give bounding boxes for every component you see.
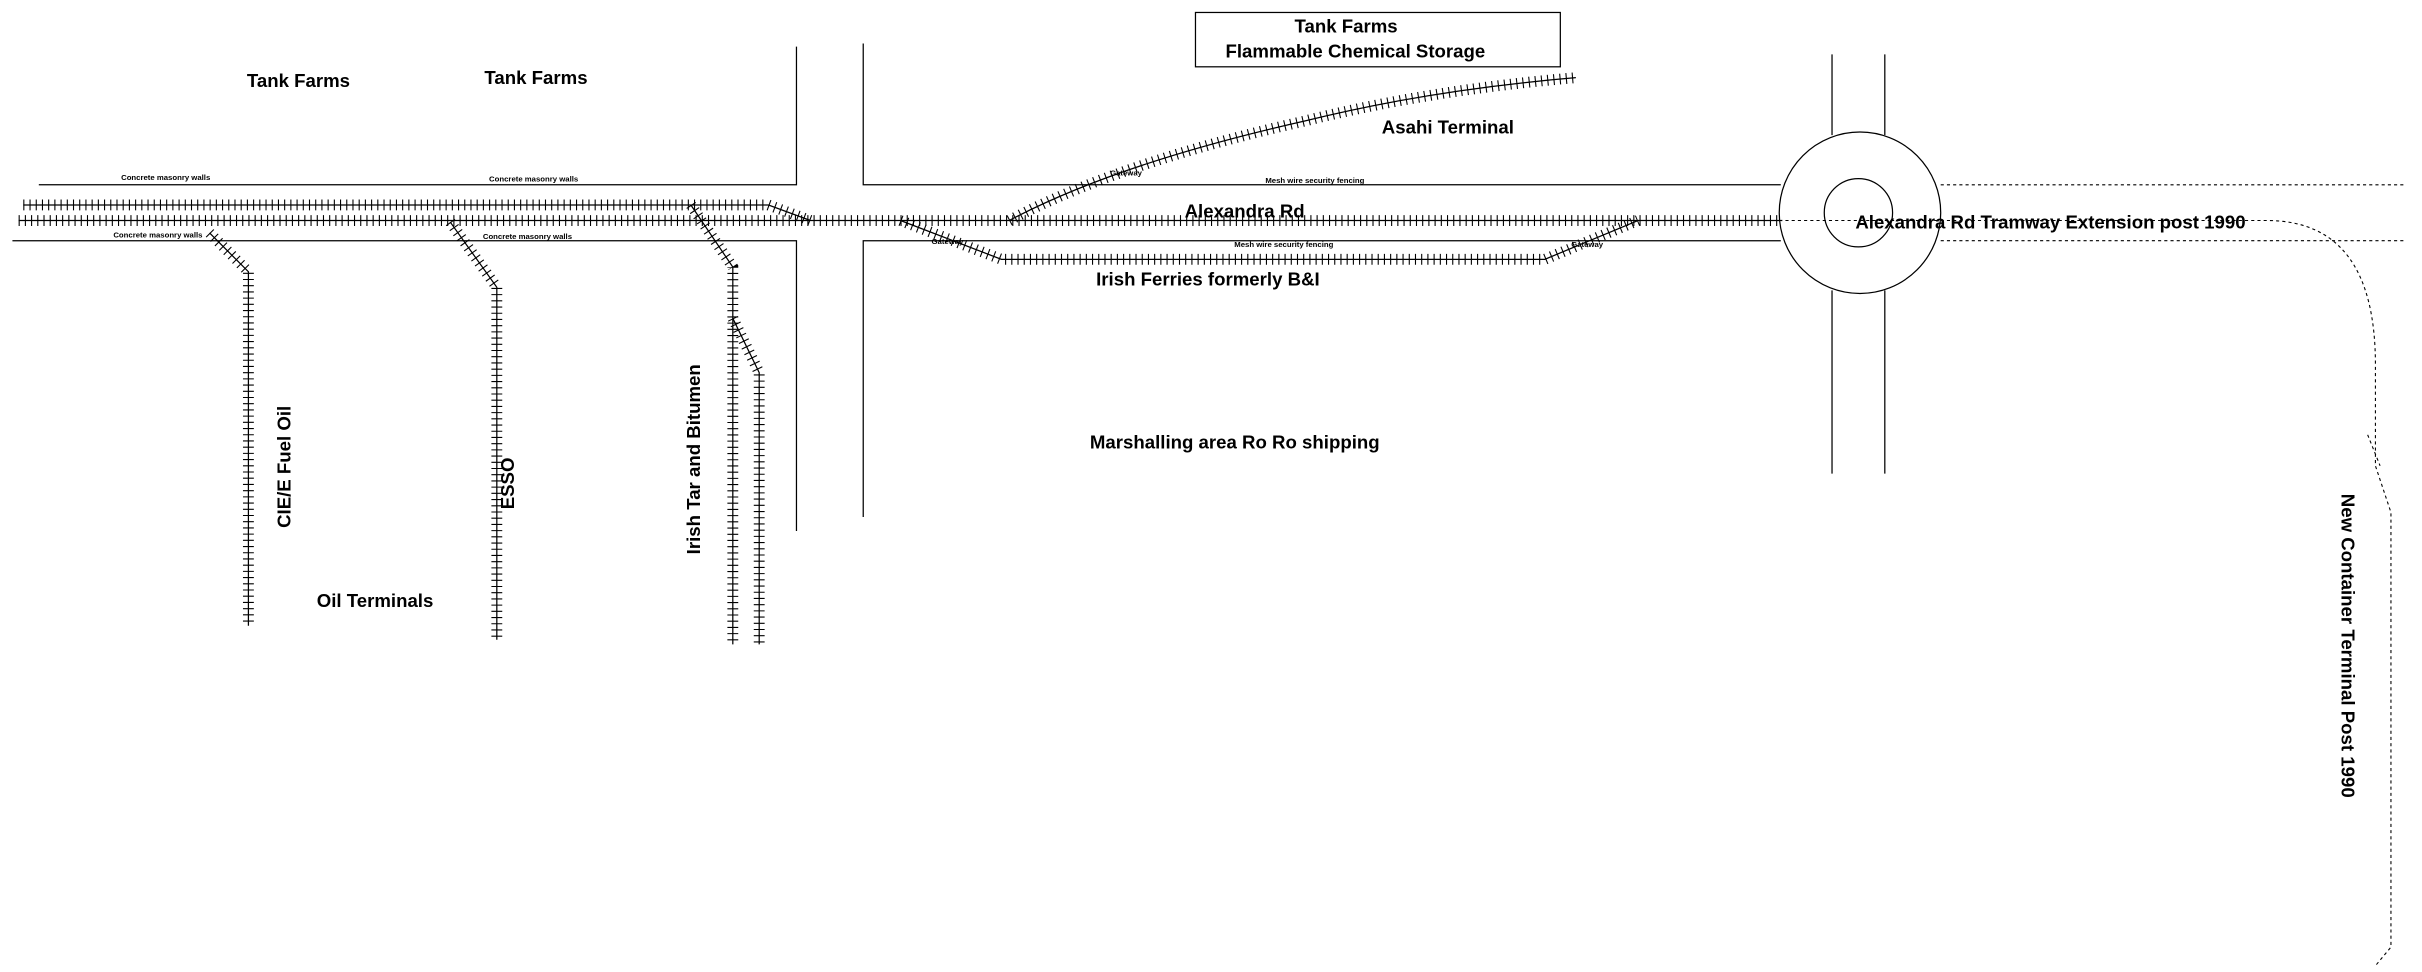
label-oil-terminals: Oil Terminals [317, 590, 434, 611]
label-esso: ESSO [497, 458, 518, 510]
label-cie: CIE/E Fuel Oil [273, 406, 294, 528]
label-wall-4: Concrete masonry walls [483, 232, 572, 241]
label-gateway-1: Gateway [1110, 168, 1143, 177]
label-tramway: Alexandra Rd Tramway Extension post 1990 [1855, 211, 2245, 232]
roundabout [1778, 54, 1942, 474]
track-irish-tar-siding-1 [686, 201, 739, 645]
track-irish-ferries-loop [898, 215, 1641, 265]
track-upper [23, 199, 813, 226]
track-esso-siding [445, 218, 503, 640]
title-box-frame [1194, 11, 1561, 68]
label-wall-2: Concrete masonry walls [489, 175, 578, 184]
label-fence-2: Mesh wire security fencing [1234, 240, 1333, 249]
label-irish-tar: Irish Tar and Bitumen [683, 364, 704, 554]
label-gateway-3: Gateway [1571, 240, 1604, 249]
text-labels: Tank Farms Flammable Chemical Storage Ta… [113, 16, 2358, 798]
track-cie-siding [205, 229, 254, 626]
label-wall-3: Concrete masonry walls [113, 231, 202, 240]
label-gateway-2: Gateway [932, 237, 965, 246]
label-container: New Container Terminal Post 1990 [2337, 494, 2358, 798]
label-wall-1: Concrete masonry walls [121, 173, 210, 182]
label-marshalling: Marshalling area Ro Ro shipping [1090, 432, 1380, 453]
railway-tracks [18, 72, 1783, 645]
track-asahi-branch [1006, 72, 1577, 226]
label-irish-ferries: Irish Ferries formerly B&I [1096, 269, 1320, 290]
walls [12, 11, 1781, 532]
label-fence-1: Mesh wire security fencing [1265, 176, 1364, 185]
label-alexandra-rd: Alexandra Rd [1185, 200, 1305, 221]
title-box-line2: Flammable Chemical Storage [1225, 40, 1485, 61]
label-asahi: Asahi Terminal [1382, 117, 1514, 138]
tramway-extension [1785, 184, 2404, 967]
label-tank-farms-2: Tank Farms [484, 67, 587, 88]
label-tank-farms-1: Tank Farms [247, 70, 350, 91]
track-irish-tar-siding-2 [727, 315, 765, 645]
title-box-line1: Tank Farms [1294, 16, 1397, 37]
